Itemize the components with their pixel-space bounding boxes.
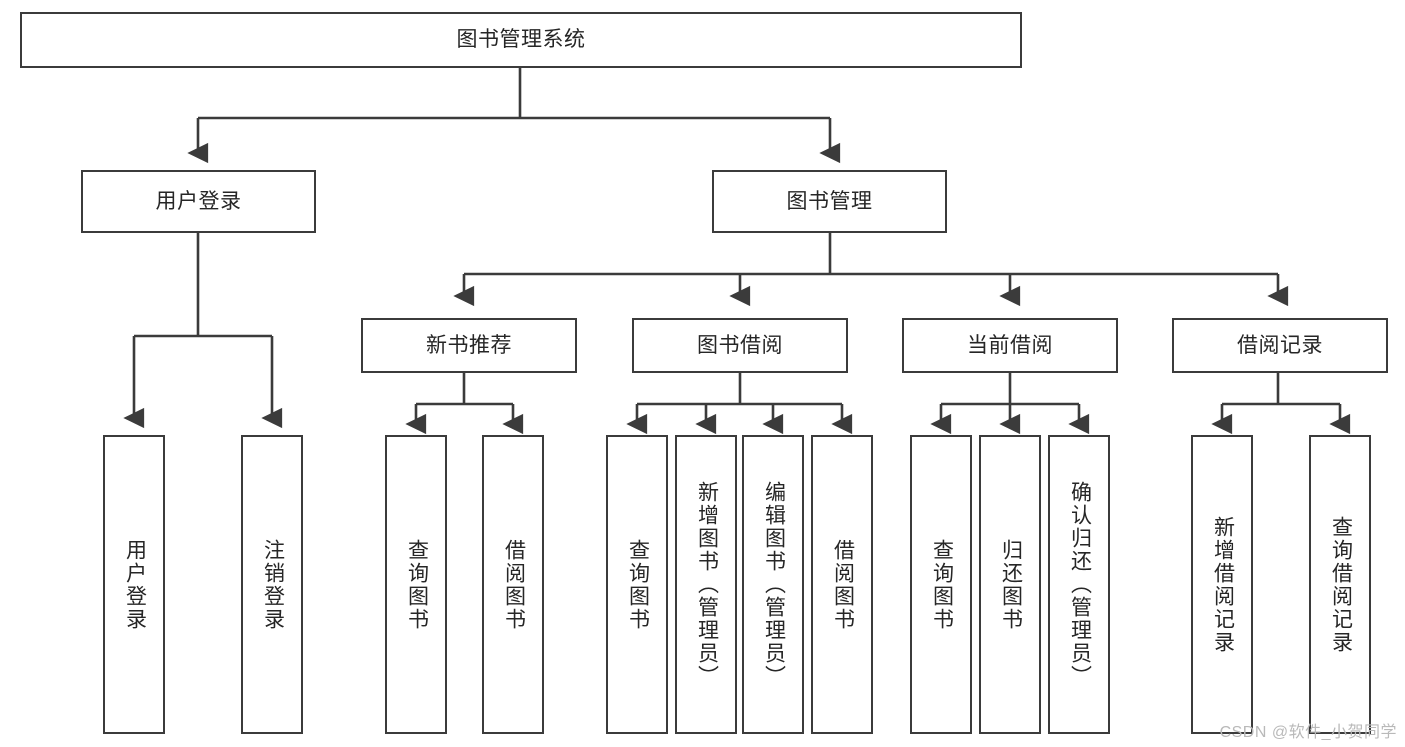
leaf-recommend-borrow-book-label: 借阅图书 [502, 538, 526, 631]
leaf-user-logout-label: 注销登录 [261, 538, 285, 631]
leaf-current-return-book-label: 归还图书 [999, 538, 1023, 631]
leaf-current-confirm-return-label: 确认归还（管理员） [1068, 481, 1092, 688]
leaf-user-login[interactable]: 用户登录 [103, 435, 165, 734]
leaf-current-query-book[interactable]: 查询图书 [910, 435, 972, 734]
leaf-borrow-borrow-book[interactable]: 借阅图书 [811, 435, 873, 734]
node-current-borrow[interactable]: 当前借阅 [902, 318, 1118, 373]
leaf-record-add-record[interactable]: 新增借阅记录 [1191, 435, 1253, 734]
leaf-borrow-query-book[interactable]: 查询图书 [606, 435, 668, 734]
node-user-login[interactable]: 用户登录 [81, 170, 316, 233]
leaf-borrow-add-book[interactable]: 新增图书（管理员） [675, 435, 737, 734]
node-current-borrow-label: 当前借阅 [967, 333, 1053, 357]
node-borrow-record-label: 借阅记录 [1237, 333, 1323, 357]
leaf-current-return-book[interactable]: 归还图书 [979, 435, 1041, 734]
leaf-borrow-edit-book[interactable]: 编辑图书（管理员） [742, 435, 804, 734]
leaf-borrow-edit-book-label: 编辑图书（管理员） [762, 481, 786, 688]
node-root-label: 图书管理系统 [456, 28, 586, 52]
leaf-borrow-borrow-book-label: 借阅图书 [831, 538, 855, 631]
node-book-management-label: 图书管理 [786, 189, 873, 213]
leaf-record-add-record-label: 新增借阅记录 [1211, 515, 1235, 654]
node-user-login-label: 用户登录 [155, 189, 242, 213]
node-borrow-record[interactable]: 借阅记录 [1172, 318, 1388, 373]
leaf-record-query-record-label: 查询借阅记录 [1329, 515, 1353, 654]
leaf-current-query-book-label: 查询图书 [930, 538, 954, 631]
node-book-management[interactable]: 图书管理 [712, 170, 947, 233]
leaf-borrow-add-book-label: 新增图书（管理员） [695, 481, 719, 688]
leaf-user-logout[interactable]: 注销登录 [241, 435, 303, 734]
leaf-recommend-borrow-book[interactable]: 借阅图书 [482, 435, 544, 734]
node-new-book-recommend-label: 新书推荐 [426, 333, 512, 357]
node-new-book-recommend[interactable]: 新书推荐 [361, 318, 577, 373]
node-book-borrow-label: 图书借阅 [697, 333, 783, 357]
leaf-record-query-record[interactable]: 查询借阅记录 [1309, 435, 1371, 734]
leaf-recommend-query-book[interactable]: 查询图书 [385, 435, 447, 734]
watermark: CSDN @软件_小贺同学 [1219, 724, 1397, 741]
node-root[interactable]: 图书管理系统 [20, 12, 1022, 68]
leaf-current-confirm-return[interactable]: 确认归还（管理员） [1048, 435, 1110, 734]
node-book-borrow[interactable]: 图书借阅 [632, 318, 848, 373]
leaf-user-login-label: 用户登录 [123, 538, 147, 631]
leaf-borrow-query-book-label: 查询图书 [626, 538, 650, 631]
leaf-recommend-query-book-label: 查询图书 [405, 538, 429, 631]
